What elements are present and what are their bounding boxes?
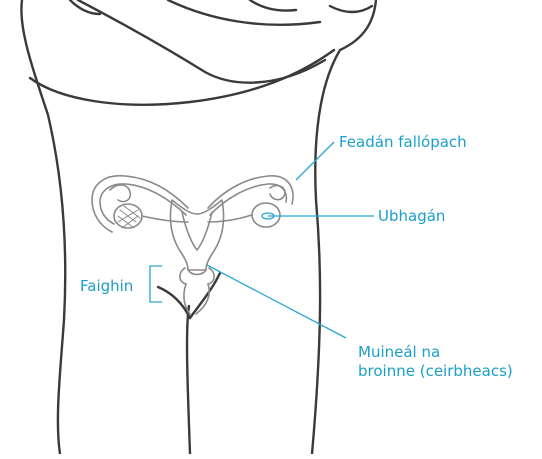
uterus-inner bbox=[182, 212, 212, 250]
body-outline bbox=[21, 0, 376, 454]
fimbria-right bbox=[270, 186, 285, 200]
right-hand-fingers bbox=[250, 0, 372, 12]
bracket-vagina bbox=[150, 266, 162, 302]
fallopian-tube-left-inner bbox=[100, 184, 186, 224]
label-cervix-line2: broinne (ceirbheacs) bbox=[358, 362, 513, 381]
upper-arm-crease bbox=[168, 0, 320, 25]
fimbria-left bbox=[110, 185, 130, 202]
right-side-contour bbox=[312, 0, 376, 454]
ligament-right bbox=[208, 215, 252, 222]
label-vagina: Faighin bbox=[80, 277, 133, 296]
label-cervix: Muineál na broinne (ceirbheacs) bbox=[358, 343, 513, 381]
label-fallopian-tube: Feadán fallópach bbox=[339, 133, 467, 152]
label-cervix-line1: Muineál na bbox=[358, 343, 513, 362]
left-side-contour bbox=[21, 0, 65, 454]
left-hand-fingers bbox=[70, 0, 100, 14]
leg-gap-line bbox=[187, 306, 190, 454]
leader-cervix bbox=[207, 265, 346, 338]
ligament-left bbox=[142, 216, 188, 222]
fallopian-tube-right bbox=[208, 176, 293, 208]
ovary-right-shape bbox=[252, 203, 280, 227]
label-ovary: Ubhagán bbox=[378, 207, 445, 226]
groin-right bbox=[190, 273, 220, 318]
